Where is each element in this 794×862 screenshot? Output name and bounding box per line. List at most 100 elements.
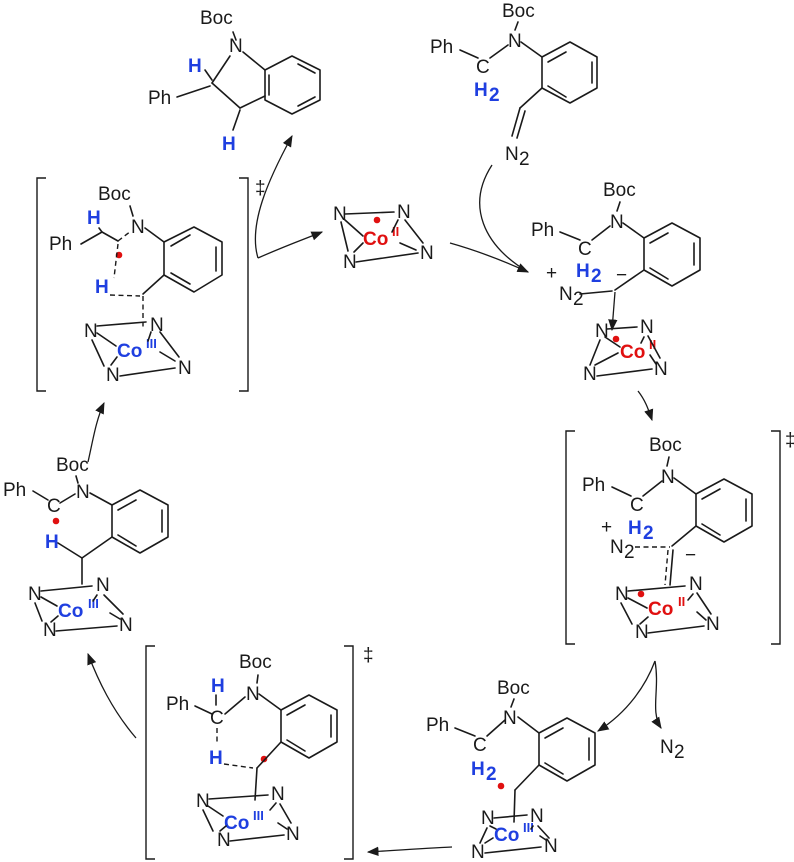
cobalt-ii-catalyst: N N N N Co II [333,202,434,273]
cobalt-label: Co [620,342,645,363]
nitrogen-label: N [615,584,629,605]
dinitrogen-label: N [660,737,674,758]
hydrogen-label: H [209,748,223,769]
transition-state-dagger: ‡ [363,645,374,666]
nitrogen-label: N [271,784,285,805]
radical-dot [52,517,60,525]
nitrogen-label: N [471,842,485,862]
radical-dot [612,335,620,343]
cobalt-diazo-adduct: Boc N Ph C H 2 + N 2 − N N N N Co II [531,180,701,385]
cobalt-label: Co [224,813,249,834]
nitrogen-label: N [43,620,57,641]
carbon-label: C [210,708,224,729]
nitrogen-label: N [640,317,654,338]
nitrogen-label: N [217,830,231,851]
nitrogen-label: N [286,824,300,845]
radical-dot [637,590,645,598]
phenyl-label: Ph [426,715,449,736]
subscript-label: 2 [674,742,685,763]
positive-charge: + [601,517,612,538]
hydrogen-label: H [222,134,236,155]
subscript-label: 2 [489,85,500,106]
arrow-to-product [254,134,293,259]
transition-state-dinitrogen-loss: ‡ Boc N Ph C H 2 + N 2 − N N N N Co II [565,430,794,645]
negative-charge: − [685,545,696,566]
dinitrogen-label: N [610,537,624,558]
nitrogen-label: N [196,791,210,812]
cobalt-alkyl-aminyl-radical: Boc N Ph C H N N N N Co III [3,455,169,641]
boc-label: Boc [603,180,636,201]
nitrogen-label: N [583,364,597,385]
phenyl-label: Ph [531,220,554,241]
arrow-adduct-to-ts [637,390,654,422]
nitrogen-label: N [119,615,133,636]
radical-dot [497,782,505,790]
boc-label: Boc [502,1,535,22]
nitrogen-label: N [28,584,42,605]
subscript-label: 2 [573,289,584,310]
nitrogen-label: N [420,243,434,264]
nitrogen-label: N [229,36,243,57]
hydrogen-label: H [188,56,202,77]
nitrogen-label: N [246,684,260,705]
oxidation-state: II [392,224,399,239]
oxidation-state: III [253,808,264,823]
arrow-release-n2 [651,660,662,729]
hydrogen-label: H [211,676,225,697]
cobalt-label: Co [58,601,83,622]
boc-label: Boc [98,184,131,205]
oxidation-state: III [523,820,534,835]
carbon-label: C [47,496,61,517]
arrow-hat-ts-to-radical [87,652,137,739]
nitrogen-label: N [84,321,98,342]
carbon-label: C [578,239,592,260]
cobalt-carbene-radical: Boc N Ph C H 2 N N N N Co III [426,678,596,862]
cobalt-label: Co [363,229,388,250]
hydrogen-label: H [576,261,590,282]
hydrogen-label: H [45,532,59,553]
subscript-label: 2 [591,266,602,287]
phenyl-label: Ph [582,475,605,496]
nitrogen-label: N [333,204,347,225]
nitrogen-label: N [150,315,164,336]
boc-label: Boc [56,455,89,476]
cobalt-label: Co [494,825,519,846]
carbon-label: C [473,735,487,756]
phenyl-label: Ph [430,37,453,58]
nitrogen-label: N [178,358,192,379]
nitrogen-label: N [530,806,544,827]
subscript-label: 2 [519,149,530,170]
nitrogen-label: N [397,202,411,223]
carbon-label: C [476,57,490,78]
nitrogen-label: N [106,365,120,386]
arrow-radical-to-ring-closure-ts [87,401,105,463]
phenyl-label: Ph [49,234,72,255]
transition-state-hydrogen-atom-transfer: ‡ Boc H N Ph C H N N N N Co III [145,645,374,860]
nitrogen-label: N [610,212,624,233]
phenyl-label: Ph [166,694,189,715]
subscript-label: 2 [486,764,497,785]
hydrogen-label: H [95,277,109,298]
hydrogen-label: H [628,518,642,539]
arrow-catalyst-to-adduct [449,242,530,273]
nitrogen-label: N [96,575,110,596]
dinitrogen-label: N [505,144,519,165]
arrow-carbene-to-hat-ts [366,846,453,857]
nitrogen-label: N [508,31,522,52]
cycle-arrows [87,134,662,857]
nitrogen-label: N [661,467,675,488]
substrate-diazo: Boc N Ph C H 2 N 2 [430,1,598,170]
transition-state-ring-closure: ‡ Boc H N Ph H N N N N Co III [36,177,266,392]
hydrogen-label: H [471,759,485,780]
arrow-to-catalyst [257,231,324,259]
hydrogen-label: H [474,80,488,101]
oxidation-state: II [678,594,685,609]
transition-state-dagger: ‡ [255,178,266,199]
nitrogen-label: N [706,614,720,635]
subscript-label: 2 [643,523,654,544]
cobalt-label: Co [648,599,673,620]
nitrogen-label: N [689,574,703,595]
nitrogen-label: N [544,836,558,857]
nitrogen-label: N [654,359,668,380]
arrow-substrate-joins [479,164,529,273]
